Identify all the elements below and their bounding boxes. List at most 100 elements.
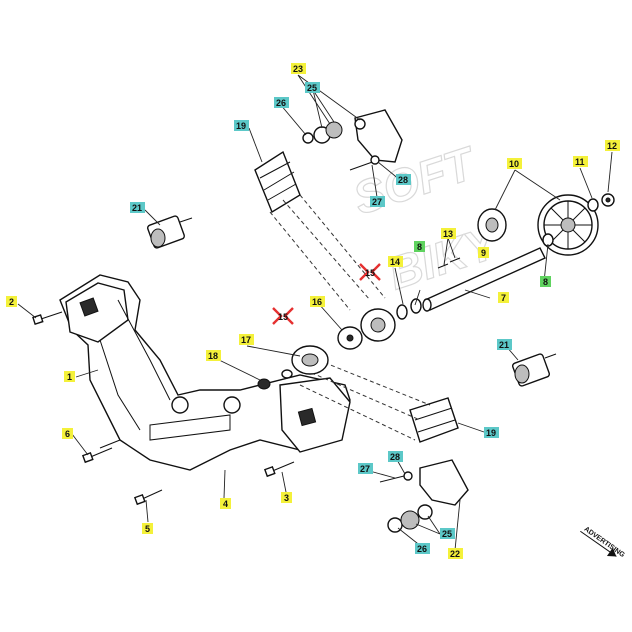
part-label-tag [62, 428, 73, 439]
part-label-tag [448, 548, 463, 559]
part-label-tag [540, 276, 551, 287]
bolt-2 [32, 311, 63, 325]
part-label-text: 2 [9, 297, 14, 307]
part-label-tag [6, 296, 17, 307]
bushing-21-upper [147, 215, 193, 249]
part-label-text: 21 [499, 340, 509, 350]
part-label-tag [234, 120, 249, 131]
label-28-lower: 28 [388, 451, 403, 462]
washer-16 [337, 326, 363, 350]
part-label-tag [440, 528, 455, 539]
part-label-text: 25 [442, 529, 452, 539]
highlight-marker-15-lower [272, 307, 294, 325]
label-23: 23 [291, 63, 306, 74]
part-label-text: 21 [132, 203, 142, 213]
part-label-tag [388, 451, 403, 462]
part-label-tag [497, 339, 512, 350]
belt-path-upper [269, 194, 386, 311]
part-label-tag [358, 463, 373, 474]
label-25-lower: 25 [440, 528, 455, 539]
spacer-14 [396, 298, 422, 320]
bolt-3 [263, 461, 295, 478]
part-label-text: 28 [390, 452, 400, 462]
part-label-tag [220, 498, 231, 509]
part-label-tag [130, 202, 145, 213]
label-28-upper: 28 [396, 174, 411, 185]
part-label-text: 1 [67, 372, 72, 382]
part-label-tag [478, 247, 489, 258]
tensioner-assembly-22 [379, 459, 469, 533]
part-label-tag [291, 63, 306, 74]
part-label-tag [305, 82, 320, 93]
part-label-text: 7 [501, 293, 506, 303]
label-26-lower: 26 [415, 543, 430, 554]
part-label-text: 28 [398, 175, 408, 185]
label-25-upper: 25 [305, 82, 320, 93]
label-14: 14 [388, 256, 403, 267]
part-label-text: 3 [284, 493, 289, 503]
label-7: 7 [498, 292, 509, 303]
label-9: 9 [478, 247, 489, 258]
part-label-tag [281, 492, 292, 503]
label-11: 11 [573, 156, 588, 167]
label-4: 4 [220, 498, 231, 509]
label-15-lower: 15 [278, 312, 288, 322]
part-label-text: 17 [241, 335, 251, 345]
part-label-tag [310, 296, 325, 307]
bushing-21-right [512, 353, 557, 387]
part-label-tag [274, 97, 289, 108]
part-label-text: 14 [390, 257, 400, 267]
part-label-text: 16 [312, 297, 322, 307]
part-label-tag [396, 174, 411, 185]
part-label-text: 8 [417, 242, 422, 252]
label-8-lower: 8 [540, 276, 551, 287]
label-17: 17 [239, 334, 254, 345]
label-15-upper: 15 [365, 268, 375, 278]
part-label-text: 15 [365, 268, 375, 278]
label-21-upper: 21 [130, 202, 145, 213]
label-21-right: 21 [497, 339, 512, 350]
label-6: 6 [62, 428, 73, 439]
washer-11 [587, 198, 599, 212]
part-label-tag [239, 334, 254, 345]
bolt-6 [81, 447, 113, 464]
label-26-upper: 26 [274, 97, 289, 108]
label-8-upper: 8 [414, 241, 425, 252]
part-label-text: 11 [575, 157, 585, 167]
part-label-tag [507, 158, 522, 169]
label-12: 12 [605, 140, 620, 151]
part-label-text: 23 [293, 64, 303, 74]
part-label-text: 8 [543, 277, 548, 287]
direction-arrow-icon: ADVERTISING [580, 526, 627, 559]
label-5: 5 [142, 523, 153, 534]
label-16: 16 [310, 296, 325, 307]
pins-13 [437, 257, 461, 269]
direction-label: ADVERTISING [583, 526, 627, 559]
bolt-5 [133, 489, 163, 506]
part-label-text: 10 [509, 159, 519, 169]
label-27-lower: 27 [358, 463, 373, 474]
pulley-15-center [360, 308, 396, 342]
belt-19-lower [409, 397, 459, 443]
part-label-text: 9 [481, 248, 486, 258]
part-label-tag [414, 241, 425, 252]
label-19-upper: 19 [234, 120, 249, 131]
part-label-text: 15 [278, 312, 288, 322]
part-label-tag [441, 228, 456, 239]
label-13: 13 [441, 228, 456, 239]
shaft-7 [422, 247, 546, 312]
part-label-text: 27 [360, 464, 370, 474]
belt-path-lower [299, 359, 431, 441]
part-label-tag [64, 371, 75, 382]
label-2: 2 [6, 296, 17, 307]
label-10: 10 [507, 158, 522, 169]
part-label-text: 18 [208, 351, 218, 361]
part-label-text: 12 [607, 141, 617, 151]
part-label-tag [370, 196, 385, 207]
nut-12 [601, 193, 615, 207]
part-label-text: 22 [450, 549, 460, 559]
part-label-tag [498, 292, 509, 303]
part-label-tag [388, 256, 403, 267]
part-label-tag [206, 350, 221, 361]
